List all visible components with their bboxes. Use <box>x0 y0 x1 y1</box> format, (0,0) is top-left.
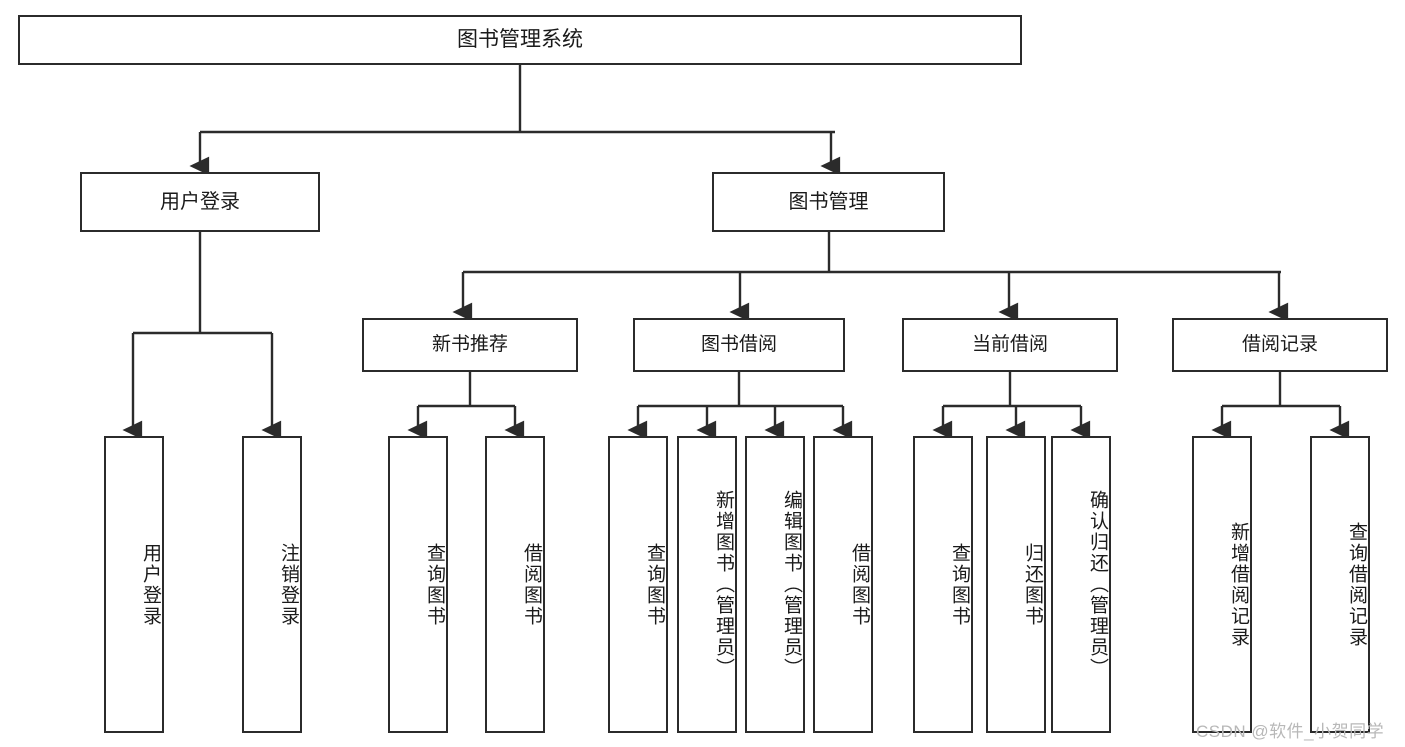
node-leaf-query-book-3[interactable]: 查询图书 <box>913 436 973 733</box>
node-leaf-borrow-book-2[interactable]: 借阅图书 <box>813 436 873 733</box>
node-user-login[interactable]: 用户登录 <box>80 172 320 232</box>
node-current-borrow[interactable]: 当前借阅 <box>902 318 1118 372</box>
node-leaf-add-record[interactable]: 新增借阅记录 <box>1192 436 1252 733</box>
node-leaf-user-login[interactable]: 用户登录 <box>104 436 164 733</box>
node-leaf-return-book[interactable]: 归还图书 <box>986 436 1046 733</box>
node-leaf-logout[interactable]: 注销登录 <box>242 436 302 733</box>
node-leaf-add-book[interactable]: 新增图书（管理员） <box>677 436 737 733</box>
node-leaf-confirm-return[interactable]: 确认归还（管理员） <box>1051 436 1111 733</box>
node-leaf-query-book-1[interactable]: 查询图书 <box>388 436 448 733</box>
node-leaf-query-book-2[interactable]: 查询图书 <box>608 436 668 733</box>
node-borrow-record[interactable]: 借阅记录 <box>1172 318 1388 372</box>
node-book-borrow[interactable]: 图书借阅 <box>633 318 845 372</box>
node-root[interactable]: 图书管理系统 <box>18 15 1022 65</box>
node-leaf-edit-book[interactable]: 编辑图书（管理员） <box>745 436 805 733</box>
node-leaf-borrow-book-1[interactable]: 借阅图书 <box>485 436 545 733</box>
node-book-manage[interactable]: 图书管理 <box>712 172 945 232</box>
node-new-book-recommend[interactable]: 新书推荐 <box>362 318 578 372</box>
node-leaf-query-record[interactable]: 查询借阅记录 <box>1310 436 1370 733</box>
